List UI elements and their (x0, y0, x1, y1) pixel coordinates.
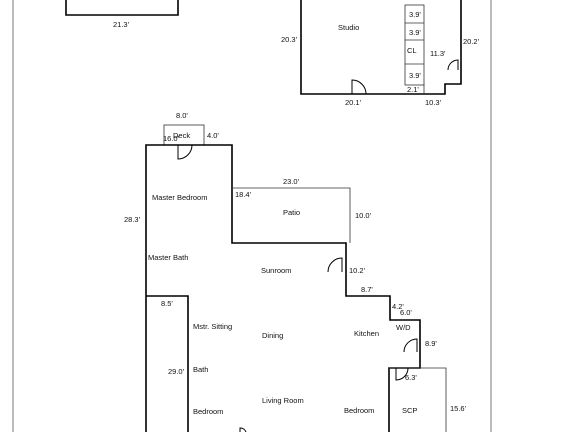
sunroom-door (327, 257, 343, 273)
dim-kitchen-step: 8.7' (361, 285, 373, 294)
studio-right-walls (405, 0, 462, 95)
top-left-block-dimension: 21.3' (113, 20, 130, 29)
deck-door (177, 144, 193, 160)
dim-scp-step: 6.3' (405, 373, 417, 382)
room-bedroom-left: Bedroom (193, 407, 223, 416)
deck-left-dim: 16.0' (163, 134, 180, 143)
room-master-bedroom: Master Bedroom (152, 193, 207, 202)
closet-depth: 11.3' (430, 49, 446, 58)
room-sunroom: Sunroom (261, 266, 291, 275)
dim-sunroom-right: 10.2' (349, 266, 366, 275)
dim-wd-height: 8.9' (425, 339, 437, 348)
closet-outline (404, 4, 425, 86)
dim-scp-height: 15.6' (450, 404, 467, 413)
dim-wd-width: 6.0' (400, 308, 412, 317)
studio-right-bottom: 10.3' (425, 98, 442, 107)
room-living-room: Living Room (262, 396, 304, 405)
sitting-inset-walls (146, 295, 189, 432)
patio-left-dim: 18.4' (235, 190, 252, 199)
studio-closet-door (447, 59, 459, 71)
patio-top-dim: 23.0' (283, 177, 300, 186)
patio-right-dim: 10.0' (355, 211, 372, 220)
closet-dim-3: 3.9' (409, 71, 421, 80)
room-master-bath: Master Bath (148, 253, 188, 262)
dim-step-in: 8.5' (161, 299, 173, 308)
closet-dim-4: 2.1' (407, 85, 419, 94)
dim-wd-step: 4.2' (392, 302, 404, 311)
studio-bottom-dimension: 20.1' (345, 98, 362, 107)
top-left-block-walls (65, 0, 179, 16)
closet-dim-2: 3.9' (409, 28, 421, 37)
living-door-partial (239, 427, 247, 432)
room-bedroom-right: Bedroom (344, 406, 374, 415)
room-bath: Bath (193, 365, 208, 374)
wd-door (403, 338, 418, 353)
studio-block: Studio 20.3' 20.1' CL 3.9' 3.9' 3.9' 2.1… (281, 0, 480, 107)
main-house: 8.0' Deck 16.0' 4.0' 23.0' 18.4' Patio 1… (124, 111, 467, 432)
studio-left-dimension: 20.3' (281, 35, 298, 44)
patio-outline (232, 187, 351, 243)
room-wd: W/D (396, 323, 411, 332)
room-mstr-sitting: Mstr. Sitting (193, 322, 232, 331)
dim-lower-left: 29.0' (168, 367, 185, 376)
closet-dim-1: 3.9' (409, 10, 421, 19)
dim-left-height: 28.3' (124, 215, 141, 224)
studio-walls (300, 0, 405, 95)
room-kitchen: Kitchen (354, 329, 379, 338)
top-left-block: 21.3' (65, 0, 179, 29)
scp-outline (389, 367, 447, 432)
room-scp: SCP (402, 406, 417, 415)
deck-right-dim: 4.0' (207, 131, 219, 140)
room-dining: Dining (262, 331, 283, 340)
studio-label: Studio (338, 23, 359, 32)
studio-right-height: 20.2' (463, 37, 480, 46)
closet-label: CL (407, 46, 417, 55)
studio-door (351, 79, 367, 95)
scp-door (395, 367, 409, 381)
deck-label: Deck (173, 131, 190, 140)
deck-width: 8.0' (176, 111, 188, 120)
patio-label: Patio (283, 208, 300, 217)
